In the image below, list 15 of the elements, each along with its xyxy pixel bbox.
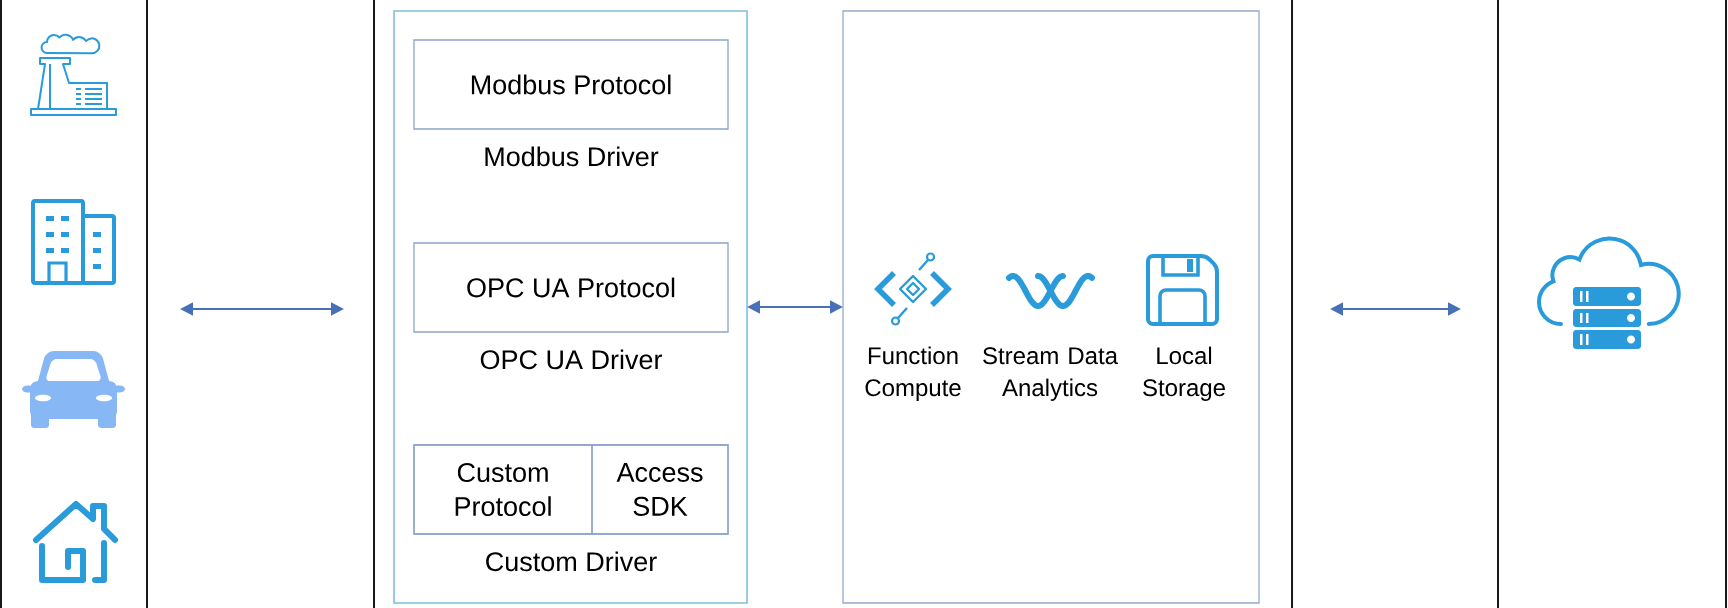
box-caption: OPC UA Driver bbox=[480, 349, 663, 370]
column-frame bbox=[1497, 0, 1727, 608]
icon-caption: Stream Data Analytics bbox=[983, 347, 1118, 401]
table-cell: Access SDK bbox=[591, 444, 729, 535]
icon-caption: Function Compute bbox=[865, 346, 961, 401]
protocol-box: OPC UA Protocol bbox=[413, 242, 729, 333]
icon-caption: Local Storage bbox=[1143, 346, 1225, 401]
box-caption: Modbus Driver bbox=[485, 146, 659, 167]
protocol-box: Modbus Protocol bbox=[413, 39, 729, 130]
table-cell: Custom Protocol bbox=[413, 444, 593, 535]
container-box bbox=[842, 10, 1260, 604]
box-caption: Custom Driver bbox=[486, 551, 657, 572]
outer-box bbox=[393, 10, 748, 604]
column-frame bbox=[373, 0, 1294, 608]
column-frame bbox=[0, 0, 148, 608]
